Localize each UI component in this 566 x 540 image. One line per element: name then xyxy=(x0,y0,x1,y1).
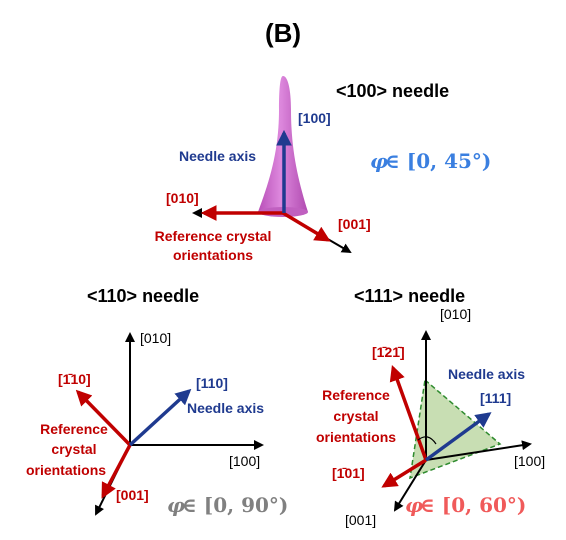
panel-label: (B) xyxy=(265,18,301,48)
needle-100-group: <100> needle [100] Needle axis [010] [00… xyxy=(155,76,491,263)
ref-001-red xyxy=(282,211,331,242)
label-m110: [1̄10] xyxy=(58,371,91,387)
label-100: [100] xyxy=(298,110,331,126)
needle-axis-label: Needle axis xyxy=(448,366,525,382)
reference-line1: Reference crystal xyxy=(155,228,272,244)
reference-line1: Reference xyxy=(322,387,390,403)
label-m101: [1̄01] xyxy=(332,465,365,481)
phi-symbol: φ xyxy=(167,493,185,517)
needle-110-title: <110> needle xyxy=(87,286,199,306)
phi-range: ∈ [0, 45°) xyxy=(385,149,491,173)
needle-110-group: <110> needle [010] [1̄10] [110] Needle a… xyxy=(26,286,288,517)
needle-111-group: <111> needle [010] [1̄21̄] Needle axis [… xyxy=(316,286,545,528)
needle-axis-111-arrow xyxy=(424,412,492,462)
ref-m12m1-red xyxy=(389,365,428,461)
angle-arc xyxy=(417,436,437,445)
phi-symbol: φ xyxy=(370,149,388,173)
label-111: [111] xyxy=(480,390,511,406)
ref-m101-red xyxy=(381,458,427,488)
axis-001-black xyxy=(393,459,427,512)
reference-line2: orientations xyxy=(173,247,253,263)
phi-range: ∈ [0, 90°) xyxy=(182,493,288,517)
label-010: [010] xyxy=(166,190,199,206)
label-100: [100] xyxy=(229,453,260,469)
needle-axis-label: Needle axis xyxy=(187,400,264,416)
ref-001-red xyxy=(101,444,132,499)
label-001: [001] xyxy=(116,487,149,503)
reference-line2: crystal xyxy=(333,408,378,424)
label-m12m1: [1̄21̄] xyxy=(372,344,405,360)
phi-range: ∈ [0, 60°) xyxy=(420,493,526,517)
needle-100-title: <100> needle xyxy=(336,81,449,101)
reference-line3: orientations xyxy=(26,462,106,478)
phi-symbol: φ xyxy=(405,493,423,517)
needle-axis-label: Needle axis xyxy=(179,148,256,164)
reference-line2: crystal xyxy=(51,441,96,457)
label-010: [010] xyxy=(140,330,171,346)
reference-line3: orientations xyxy=(316,429,396,445)
label-001: [001] xyxy=(345,512,376,528)
needle-111-title: <111> needle xyxy=(354,286,465,306)
reference-line1: Reference xyxy=(40,421,108,437)
label-010: [010] xyxy=(440,306,471,322)
ref-m110-red xyxy=(75,389,132,447)
label-110: [110] xyxy=(196,375,228,391)
axis-100-black xyxy=(425,440,532,461)
label-001: [001] xyxy=(338,216,371,232)
needle-axis-110-arrow xyxy=(128,388,192,447)
label-100: [100] xyxy=(514,453,545,469)
